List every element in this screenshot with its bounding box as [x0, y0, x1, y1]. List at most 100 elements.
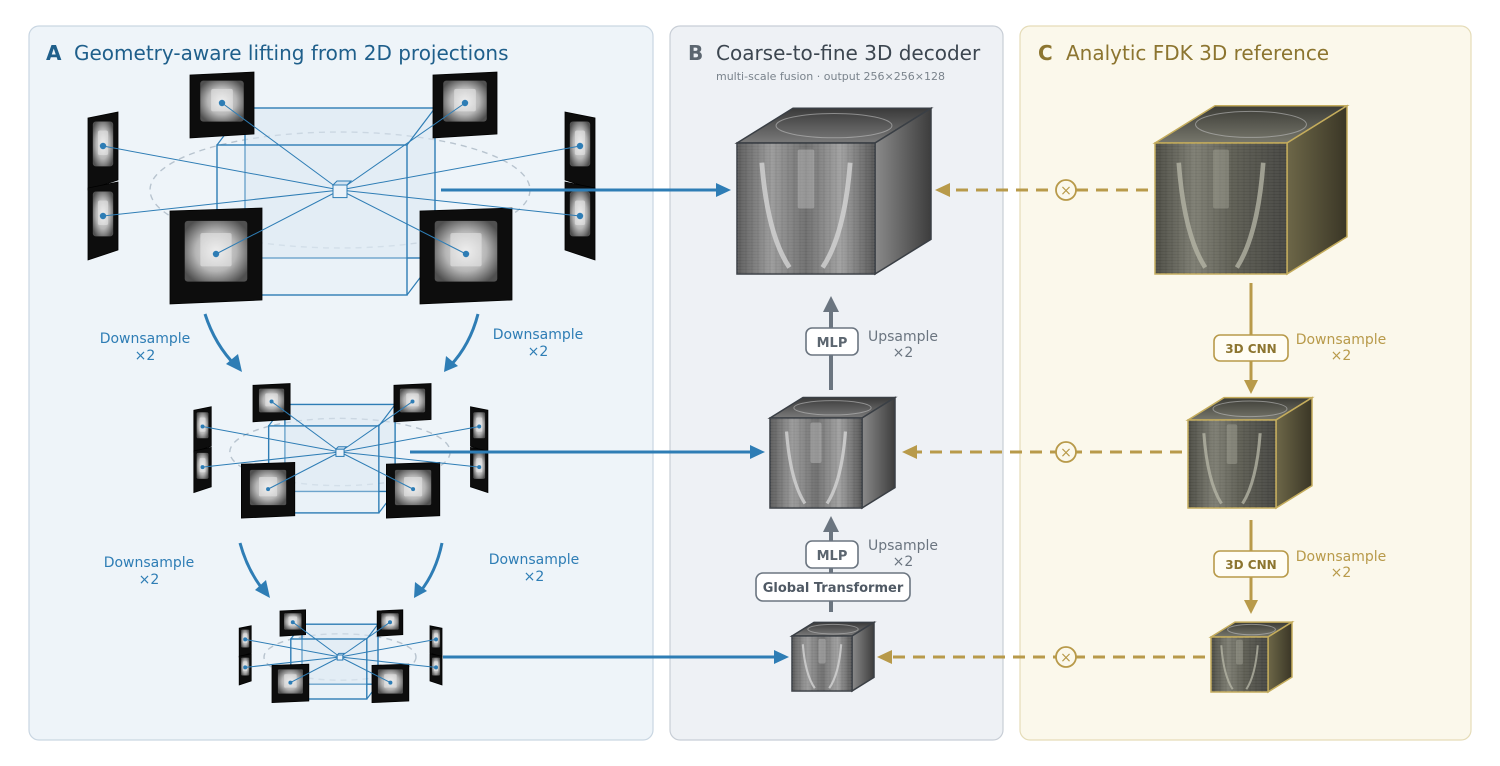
volume-wireframe-edge: [406, 107, 436, 146]
fusion-multiply-symbol: ×: [1060, 183, 1072, 199]
ray-line: [339, 401, 413, 453]
bone-structure: [801, 644, 816, 689]
axial-slice-outline: [793, 400, 872, 416]
axial-slice-outline: [1195, 110, 1307, 138]
ray-line: [267, 451, 341, 490]
panel-a-background: [28, 25, 654, 741]
bone-structure: [825, 431, 848, 505]
arrowhead-icon: [414, 582, 427, 598]
decoder-volume-large: [734, 106, 934, 276]
orbit-ellipse: [263, 633, 417, 681]
bone-structure: [784, 431, 807, 505]
axial-slice-outline: [775, 112, 893, 139]
projection-ring-small: [238, 609, 443, 704]
spine-structure: [818, 638, 826, 664]
decoder-volume-small: [789, 621, 877, 693]
arrowhead-icon: [444, 356, 458, 372]
cnn-label: 3D CNN: [1225, 558, 1276, 572]
bone-structure: [1176, 162, 1208, 269]
ray-line: [339, 189, 581, 217]
cube-icon-top: [335, 652, 346, 656]
bone-structure: [1241, 433, 1262, 505]
arrowhead-icon: [877, 650, 892, 664]
arrowhead-icon: [902, 445, 917, 459]
cube-icon: [336, 654, 344, 661]
panel-b-title: Coarse-to-fine 3D decoder: [716, 41, 981, 65]
bone-structure: [759, 162, 792, 269]
upsample-factor: ×2: [893, 345, 914, 361]
xray-bone-shadow: [450, 233, 482, 267]
fusion-multiply-icon: [1055, 646, 1077, 668]
arrowhead-icon: [1244, 380, 1258, 394]
cube-icon: [335, 448, 345, 457]
mlp-label: MLP: [817, 549, 848, 564]
global-transformer-box: [755, 572, 911, 602]
spine-structure: [1213, 149, 1229, 209]
panel-b-subtitle: multi-scale fusion · output 256×256×128: [716, 70, 945, 83]
fusion-multiply-icon: [1055, 179, 1077, 201]
fusion-multiply-icon: [1055, 441, 1077, 463]
ray-line: [245, 656, 341, 668]
ray-line: [339, 189, 467, 255]
global-transformer-label: Global Transformer: [763, 581, 904, 596]
ray-line: [339, 656, 437, 668]
arrowhead-icon: [255, 580, 270, 598]
upsample-label: Upsample: [868, 329, 938, 345]
cube-icon-top: [334, 446, 348, 450]
xray-bone-shadow: [404, 476, 423, 497]
spine-structure: [810, 422, 822, 463]
fdk-downsample-factor: ×2: [1331, 348, 1352, 364]
ray-line: [245, 638, 341, 658]
spine-structure: [1236, 639, 1243, 665]
fdk-downsample-label: Downsample: [1296, 332, 1387, 348]
ray-line: [271, 401, 341, 453]
downsample-label: Downsample: [489, 552, 580, 568]
volume-side-face: [861, 396, 896, 510]
ray-line: [339, 425, 480, 453]
panel-b-letter: B: [688, 41, 703, 65]
downsample-factor: ×2: [524, 569, 545, 585]
ray-line: [202, 425, 341, 453]
arrowhead-icon: [1244, 600, 1258, 614]
cnn-box: [1213, 550, 1289, 578]
fdk-downsample-factor: ×2: [1331, 565, 1352, 581]
axial-slice-outline: [1212, 400, 1288, 418]
downsample-factor: ×2: [139, 572, 160, 588]
cnn-label: 3D CNN: [1225, 342, 1276, 356]
decoder-volume-medium: [767, 396, 898, 510]
ray-line: [339, 102, 466, 191]
fusion-multiply-symbol: ×: [1060, 650, 1072, 666]
spine-structure: [797, 149, 815, 209]
xray-bone-shadow: [200, 233, 232, 267]
fdk-volume-medium: [1185, 396, 1315, 510]
spine-structure: [1226, 424, 1238, 464]
panel-a-title: Geometry-aware lifting from 2D projectio…: [74, 41, 509, 65]
arrowhead-icon: [750, 445, 765, 459]
panel-c-title: Analytic FDK 3D reference: [1066, 41, 1329, 65]
volume-wireframe-edge: [378, 404, 396, 427]
mlp-box: [805, 540, 859, 569]
xray-bone-shadow: [259, 476, 278, 497]
downsample-label: Downsample: [104, 555, 195, 571]
ray-line: [221, 102, 341, 191]
bone-structure: [820, 162, 853, 269]
ray-line: [102, 189, 341, 217]
ray-line: [339, 451, 414, 490]
fdk-volume-small: [1208, 620, 1295, 694]
ray-line: [339, 621, 391, 658]
upsample-label: Upsample: [868, 538, 938, 554]
downsample-factor: ×2: [135, 348, 156, 364]
lift-arrows: [410, 188, 776, 659]
panel-c-letter: C: [1038, 41, 1053, 65]
bone-structure: [828, 644, 843, 689]
arrowhead-icon: [823, 296, 839, 312]
panel-a-letter: A: [46, 41, 62, 65]
bone-structure: [1245, 645, 1259, 690]
arrowhead-icon: [935, 183, 950, 197]
cnn-box: [1213, 334, 1289, 362]
bone-structure: [1202, 433, 1223, 505]
arrowhead-icon: [716, 183, 731, 197]
ray-line: [215, 189, 341, 255]
ray-line: [290, 656, 341, 684]
